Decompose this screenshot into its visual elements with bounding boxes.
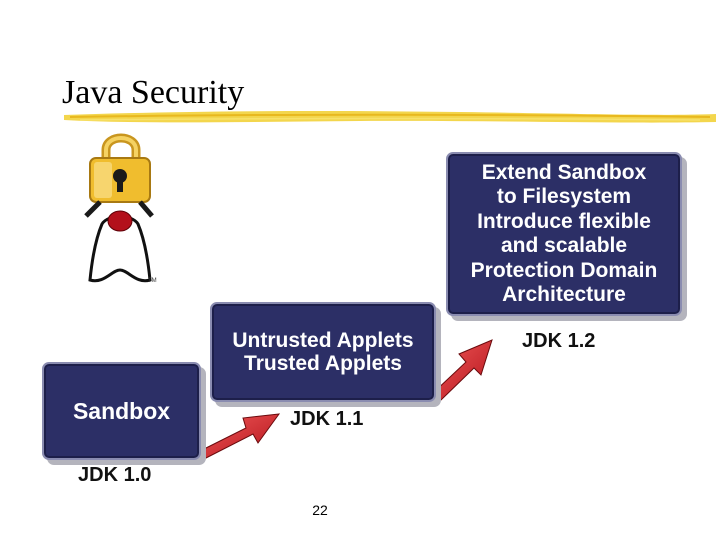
stage-line: and scalable [500,234,628,257]
stage-line: to Filesystem [496,185,632,208]
trademark-mark: TM [148,278,157,284]
version-label-jdk-1-1: JDK 1.1 [290,408,364,430]
step-arrow-icon [431,339,493,401]
stage-line: Extend Sandbox [481,160,647,184]
duke-mascot-icon [84,133,154,283]
stage-line: Introduce flexible [477,209,651,233]
title-highlight-stroke [64,111,716,123]
stage-line: Trusted Applets [244,352,402,375]
padlock-icon [89,133,151,203]
stage-line: Sandbox [72,397,171,424]
slide-title: Java Security [62,74,245,111]
stage-box-protection-domain: Extend Sandbox to Filesystem Introduce f… [446,152,682,316]
page-number: 22 [312,502,328,518]
stage-line: Architecture [502,283,626,306]
stage-line: Untrusted Applets [232,329,414,352]
version-label-jdk-1-2: JDK 1.2 [522,330,596,352]
version-label-jdk-1-0: JDK 1.0 [78,464,152,486]
stage-box-sandbox: Sandbox [42,362,201,460]
step-arrow-icon [197,413,281,459]
stage-line: Protection Domain [470,258,658,282]
stage-box-applets: Untrusted Applets Trusted Applets [210,302,436,402]
